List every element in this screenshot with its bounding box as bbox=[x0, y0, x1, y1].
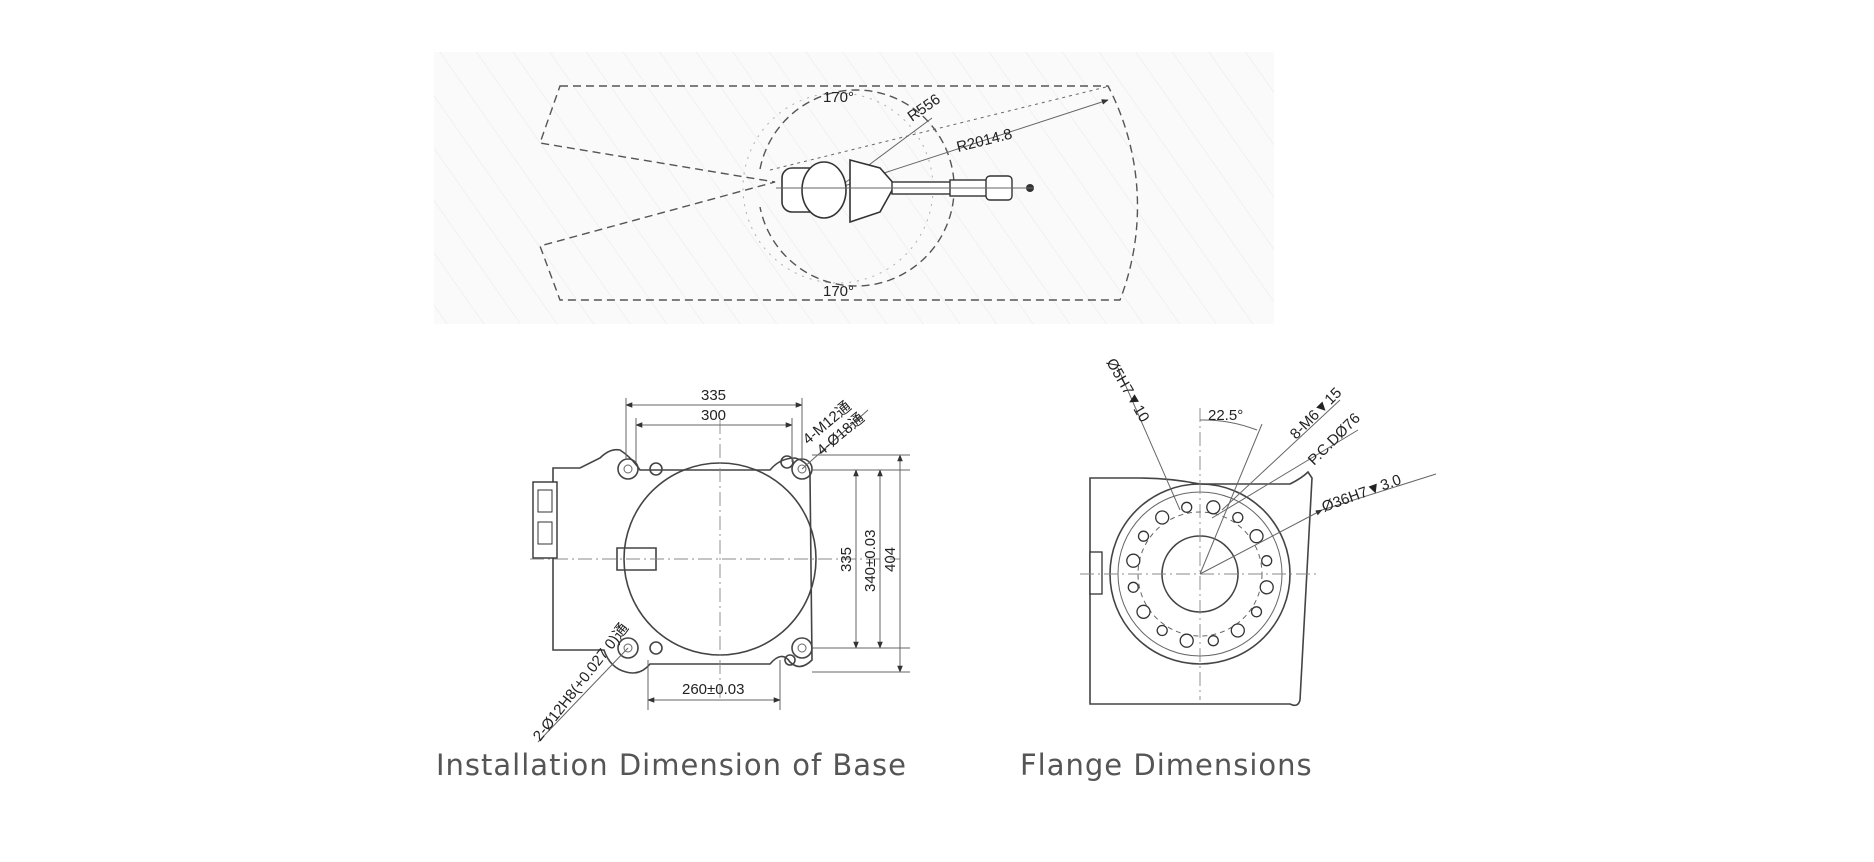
flange-pin-label: Ø5H7▼10 bbox=[1103, 356, 1153, 426]
base-pin-hole: 2-Ø12H8(+0.027 0)通 bbox=[530, 620, 632, 744]
base-height-340: 340±0.03 bbox=[862, 530, 879, 592]
base-caption: Installation Dimension of Base bbox=[436, 748, 907, 782]
flange-bolt-hole bbox=[1136, 604, 1151, 619]
base-outline bbox=[552, 448, 813, 674]
flange-bolt-hole bbox=[1155, 510, 1170, 525]
flange-bolt-hole bbox=[1137, 530, 1150, 542]
robot-top-view bbox=[776, 158, 1034, 224]
flange-caption: Flange Dimensions bbox=[1020, 748, 1313, 782]
base-connector bbox=[532, 481, 558, 559]
angle-top-label: 170° bbox=[823, 89, 854, 106]
flange-bolt-hole bbox=[1249, 529, 1264, 544]
flange-bolt-hole bbox=[1261, 555, 1273, 567]
flange-bolt-holes bbox=[1126, 500, 1274, 648]
flange-bolt-hole bbox=[1181, 501, 1193, 513]
base-diagram: 335 300 335 340±0.03 404 4-M12通 4-Ø18通 2… bbox=[530, 387, 910, 744]
base-width-300: 300 bbox=[701, 407, 726, 424]
flange-outline bbox=[1089, 470, 1313, 707]
flange-bolt-hole bbox=[1156, 624, 1168, 637]
flange-bore-label: Ø36H7▼3.0 bbox=[1320, 471, 1404, 515]
flange-bolt-hole bbox=[1206, 500, 1221, 515]
flange-bolt-hole bbox=[1232, 511, 1244, 524]
flange-angle-label: 22.5° bbox=[1208, 407, 1243, 424]
angle-bottom-label: 170° bbox=[823, 283, 854, 300]
workspace-diagram: 170° 170° R556 R2014.8 bbox=[434, 52, 1274, 324]
base-bottom-260: 260±0.03 bbox=[682, 681, 744, 698]
workspace-outer-boundary bbox=[539, 85, 1139, 301]
flange-bolt-hole bbox=[1127, 581, 1139, 593]
base-height-404: 404 bbox=[882, 547, 899, 572]
base-height-335: 335 bbox=[838, 547, 855, 572]
flange-bolt-hole bbox=[1126, 553, 1141, 568]
flange-bolt-hole bbox=[1250, 606, 1263, 618]
flange-bolt-hole bbox=[1259, 580, 1274, 595]
flange-diagram: Ø5H7▼10 22.5° 8-M6▼15 P.C.DØ76 Ø36H7▼3.0 bbox=[1080, 356, 1437, 707]
flange-bolt-hole bbox=[1230, 623, 1245, 638]
flange-bolt-hole bbox=[1179, 633, 1194, 648]
base-width-335: 335 bbox=[701, 387, 726, 404]
flange-bolt-hole bbox=[1207, 635, 1219, 647]
